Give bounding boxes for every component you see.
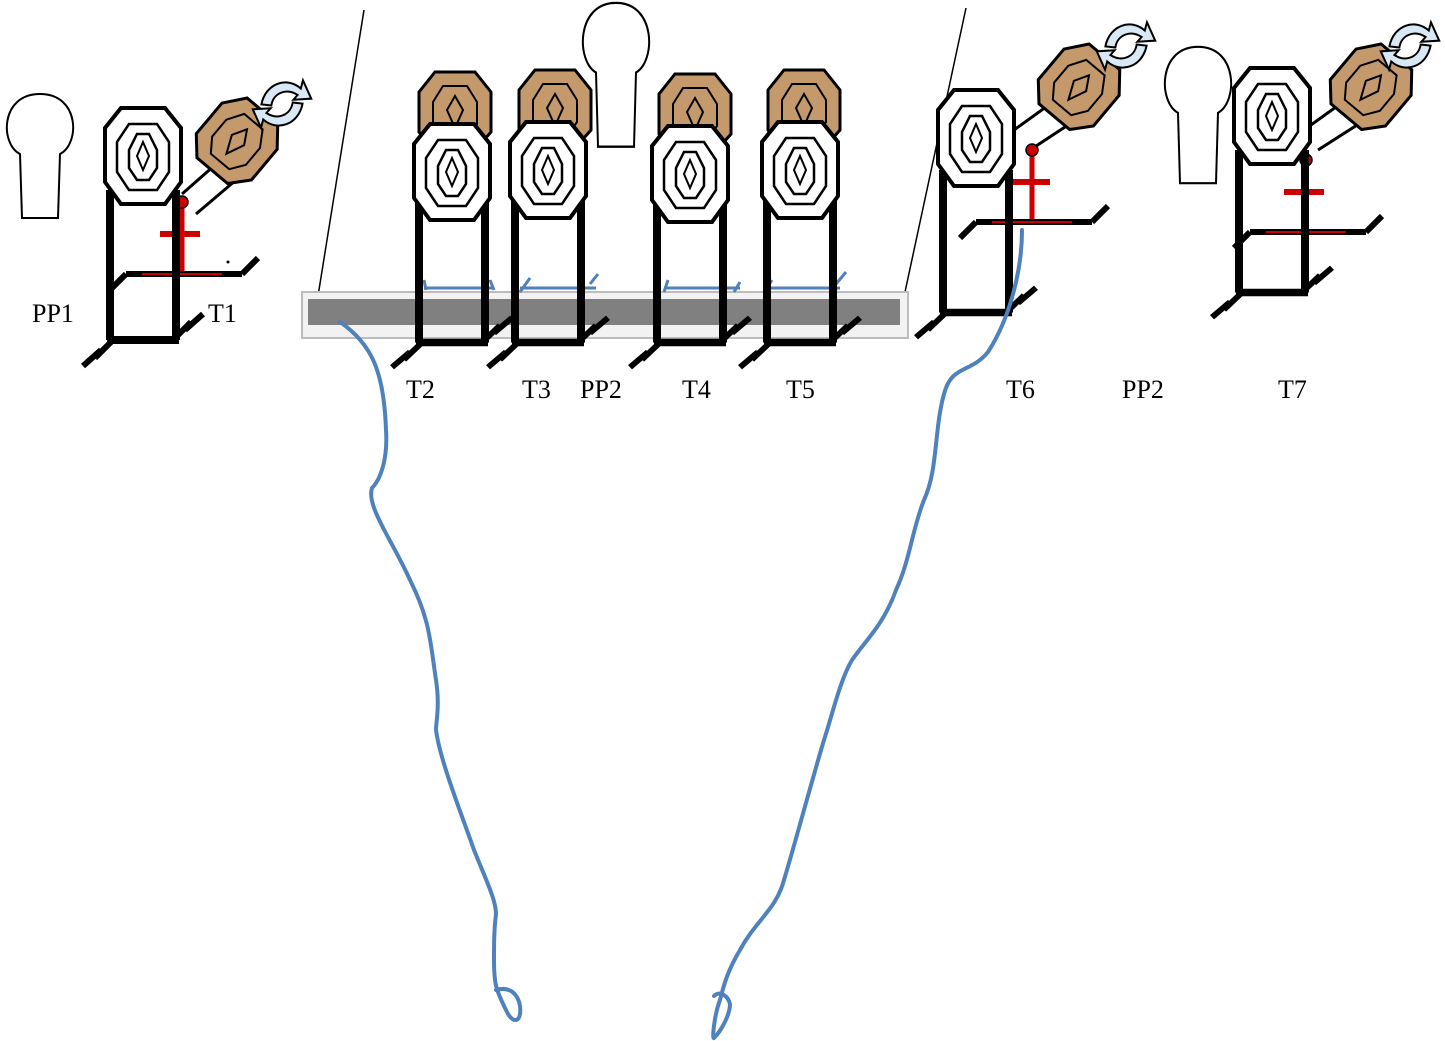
label-pp1: PP1 bbox=[32, 299, 74, 328]
target-t3 bbox=[488, 68, 608, 367]
label-t4: T4 bbox=[682, 375, 711, 404]
popper-icon bbox=[5, 93, 75, 219]
target-stand bbox=[392, 200, 512, 367]
paper-target-icon bbox=[650, 124, 730, 224]
swinger-target-t1 bbox=[83, 70, 319, 366]
paper-target-icon bbox=[508, 120, 588, 220]
target-t4 bbox=[630, 72, 750, 367]
target-stand bbox=[83, 190, 203, 366]
target-stand bbox=[916, 170, 1036, 337]
left-view-line bbox=[317, 9, 365, 297]
label-pp2-center: PP2 bbox=[580, 375, 622, 404]
marker-dot bbox=[226, 260, 230, 264]
target-t5 bbox=[740, 68, 860, 367]
swinger-target-t7 bbox=[1212, 12, 1445, 318]
swing-mechanism bbox=[110, 196, 258, 290]
shooting-area-right-line bbox=[711, 228, 1024, 1041]
label-pp2-right: PP2 bbox=[1122, 375, 1164, 404]
popper-icon bbox=[1163, 45, 1233, 185]
steel-plate-icon bbox=[1317, 32, 1426, 142]
label-t1: T1 bbox=[208, 299, 237, 328]
paper-target-icon bbox=[412, 122, 492, 222]
paper-target-icon bbox=[760, 120, 840, 220]
popper-icon bbox=[581, 1, 651, 148]
target-stand bbox=[630, 200, 750, 367]
right-view-line bbox=[901, 7, 967, 307]
label-t7: T7 bbox=[1278, 375, 1307, 404]
paper-target-icon bbox=[103, 106, 183, 206]
paper-target-icon bbox=[936, 88, 1016, 188]
target-t2 bbox=[392, 70, 512, 367]
swinger-target-t6 bbox=[916, 12, 1163, 338]
label-t2: T2 bbox=[406, 375, 435, 404]
shooting-area-left-line bbox=[338, 320, 523, 1022]
label-t5: T5 bbox=[786, 375, 815, 404]
label-t6: T6 bbox=[1006, 375, 1035, 404]
target-stand bbox=[740, 200, 860, 367]
label-t3: T3 bbox=[522, 375, 551, 404]
paper-target-icon bbox=[1232, 66, 1312, 166]
